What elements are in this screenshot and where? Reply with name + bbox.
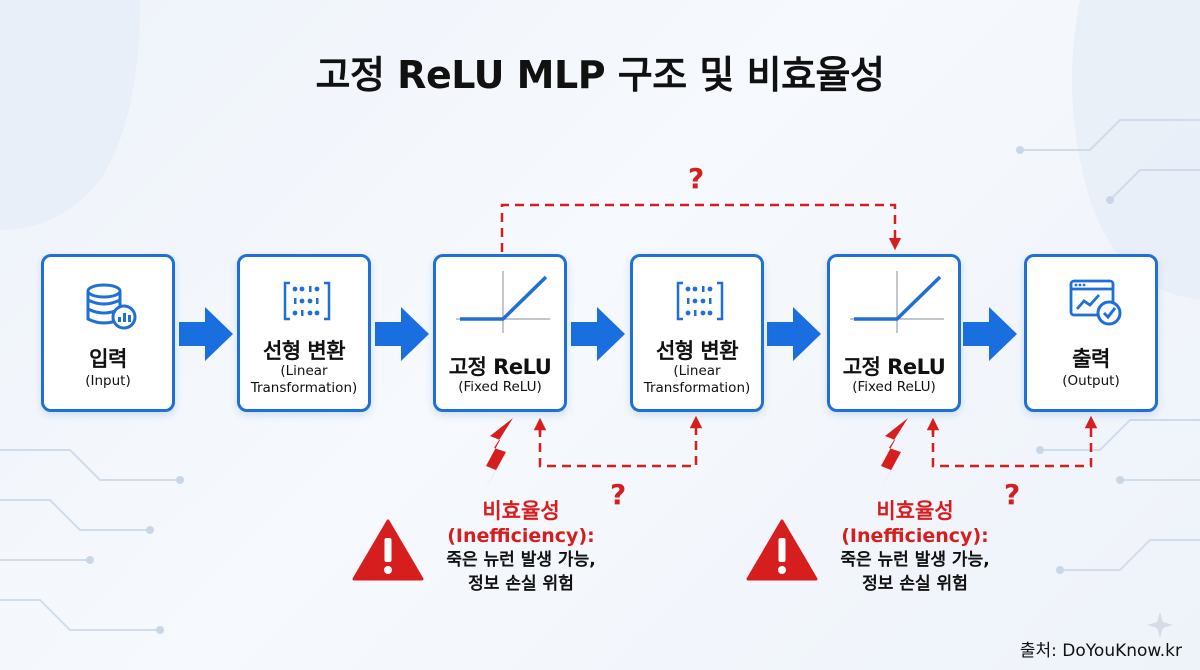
node-linear-2: 선형 변환 (Linear Transformation) (630, 254, 764, 412)
node-output: 출력 (Output) (1024, 254, 1158, 412)
warning-title: 비효율성 (482, 499, 560, 523)
skip-connection-bottom-1 (538, 415, 703, 468)
flow-arrow-3 (571, 307, 625, 361)
node-label: 선형 변환 (262, 339, 346, 363)
source-credit: 출처: DoYouKnow.kr (1019, 641, 1182, 661)
node-label: 입력 (89, 347, 127, 371)
warning-line: 죽은 뉴런 발생 가능, (840, 550, 990, 570)
node-relu-1: 고정 ReLU (Fixed ReLU) (433, 254, 567, 412)
lightning-bolt-icon (879, 418, 908, 492)
node-label: 선형 변환 (655, 339, 739, 363)
node-sub: (Linear Transformation) (633, 363, 761, 397)
node-sub-line: (Fixed ReLU) (458, 379, 542, 395)
page-title: 고정 ReLU MLP 구조 및 비효율성 (315, 53, 885, 97)
matrix-icon (676, 281, 724, 321)
relu-graph-icon (456, 271, 550, 333)
warning-callout-1: 비효율성 (Inefficiency): 죽은 뉴런 발생 가능, 정보 손실 … (352, 498, 612, 608)
warning-title: 비효율성 (876, 499, 954, 523)
node-sub-line: Transformation) (643, 380, 751, 396)
node-input: 입력 (Input) (41, 254, 175, 412)
monitor-check-icon (1069, 279, 1122, 326)
skip-connection-top (500, 203, 902, 252)
node-sub: (Output) (1027, 373, 1155, 390)
lightning-bolt-icon (484, 418, 513, 492)
question-mark: ? (1004, 478, 1021, 511)
node-label: 고정 ReLU (448, 355, 552, 379)
node-sub: (Linear Transformation) (240, 363, 368, 397)
node-linear-1: 선형 변환 (Linear Transformation) (237, 254, 371, 412)
node-sub-line: (Fixed ReLU) (852, 379, 936, 395)
skip-connection-bottom-2 (931, 415, 1098, 468)
node-sub: (Fixed ReLU) (830, 379, 958, 396)
node-sub: (Fixed ReLU) (436, 379, 564, 396)
warning-triangle-icon (352, 519, 424, 581)
node-sub-line: (Linear (280, 363, 328, 379)
flow-arrow-2 (375, 307, 429, 361)
warning-english: (Inefficiency): (447, 525, 595, 547)
flow-arrow-5 (963, 307, 1017, 361)
node-label: 출력 (1072, 347, 1110, 371)
node-sub-line: (Linear (673, 363, 721, 379)
warning-line: 죽은 뉴런 발생 가능, (446, 550, 596, 570)
matrix-icon (283, 281, 331, 321)
warning-text: 비효율성 (Inefficiency): 죽은 뉴런 발생 가능, 정보 손실 … (426, 498, 616, 596)
question-mark: ? (610, 478, 627, 511)
relu-graph-icon (850, 271, 944, 333)
warning-line: 정보 손실 위험 (468, 574, 574, 594)
node-sub-line: Transformation) (250, 380, 358, 396)
node-relu-2: 고정 ReLU (Fixed ReLU) (827, 254, 961, 412)
flow-arrow-1 (179, 307, 233, 361)
flow-arrow-4 (767, 307, 821, 361)
node-sub: (Input) (44, 373, 172, 390)
warning-callout-2: 비효율성 (Inefficiency): 죽은 뉴런 발생 가능, 정보 손실 … (746, 498, 1006, 608)
node-sub-line: (Output) (1062, 373, 1120, 389)
warning-triangle-icon (746, 519, 818, 581)
warning-english: (Inefficiency): (841, 525, 989, 547)
database-chart-icon (86, 283, 137, 330)
node-sub-line: (Input) (85, 373, 131, 389)
node-label: 고정 ReLU (842, 355, 946, 379)
question-mark: ? (688, 162, 705, 195)
warning-text: 비효율성 (Inefficiency): 죽은 뉴런 발생 가능, 정보 손실 … (820, 498, 1010, 596)
warning-line: 정보 손실 위험 (862, 574, 968, 594)
